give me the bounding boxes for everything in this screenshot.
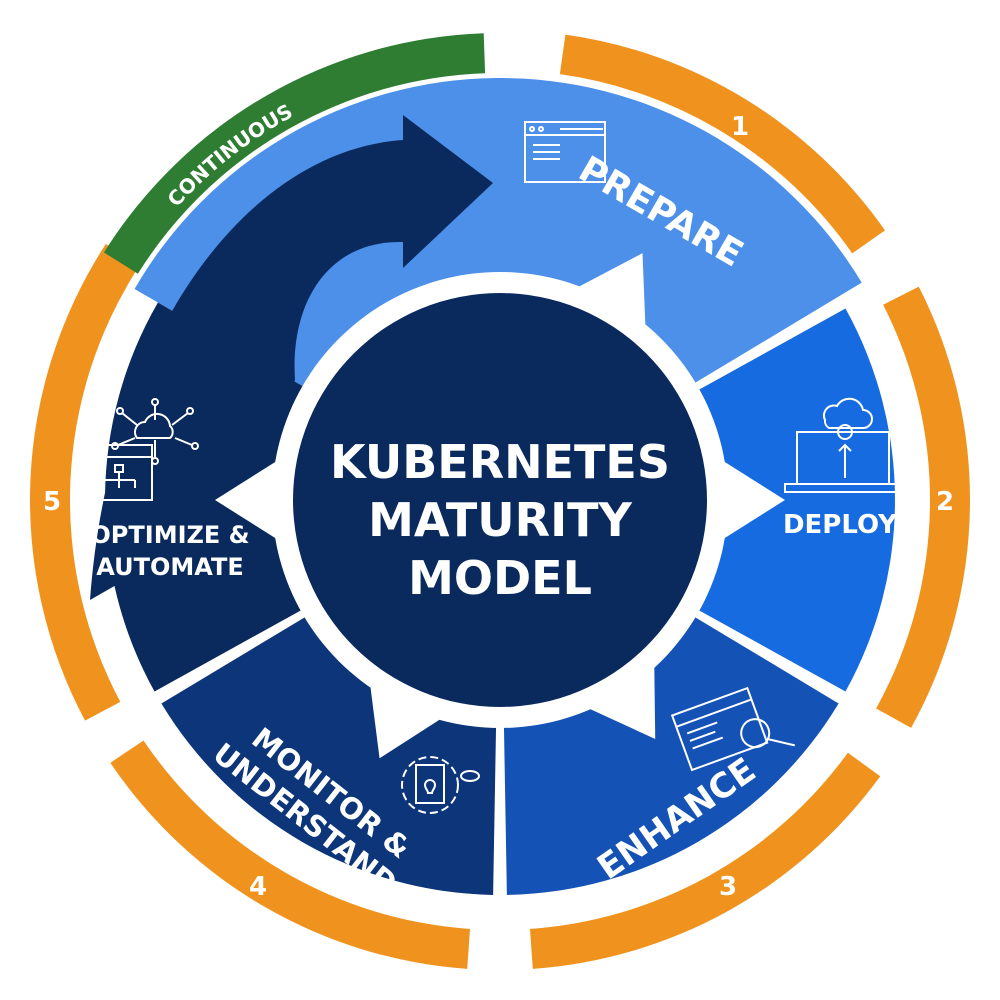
center-circle xyxy=(293,293,707,707)
stage-number-1: 1 xyxy=(731,112,749,142)
stage-ring-1 xyxy=(559,34,886,254)
pointer-4 xyxy=(369,679,447,759)
stage-ring-2 xyxy=(876,286,970,728)
gear-document-eye-icon xyxy=(401,756,480,814)
stage-number-4: 4 xyxy=(249,872,267,902)
stage-number-5: 5 xyxy=(43,487,61,517)
continuous-ring xyxy=(103,33,486,274)
stage-label-optimize-1: OPTIMIZE & xyxy=(90,521,249,549)
stage-ring-4 xyxy=(110,740,471,969)
web-page-search-icon xyxy=(670,686,795,772)
cloud-network-icon xyxy=(86,398,199,501)
title-line-1: KUBERNETES xyxy=(330,435,670,489)
stage-sector-2 xyxy=(696,308,895,692)
continuous-arrow xyxy=(90,115,493,600)
pointer-5 xyxy=(215,457,283,543)
pointer-3 xyxy=(583,659,656,740)
stage-sector-4 xyxy=(161,615,497,895)
stage-sector-3 xyxy=(503,615,839,895)
stage-label-optimize-2: AUTOMATE xyxy=(96,553,243,581)
title-line-2: MATURITY xyxy=(368,493,632,547)
stage-sector-1 xyxy=(134,77,862,388)
title-line-3: MODEL xyxy=(408,551,592,605)
stage-number-2: 2 xyxy=(936,487,954,517)
pointer-2 xyxy=(717,457,785,543)
stage-ring-3 xyxy=(529,752,881,969)
pointer-1 xyxy=(572,253,646,333)
stage-ring-5 xyxy=(30,244,140,721)
laptop-cloud-upload-icon xyxy=(784,397,902,493)
stage-label-deploy: DEPLOY xyxy=(783,510,898,540)
stage-number-3: 3 xyxy=(719,872,737,902)
browser-window-icon xyxy=(524,121,606,183)
